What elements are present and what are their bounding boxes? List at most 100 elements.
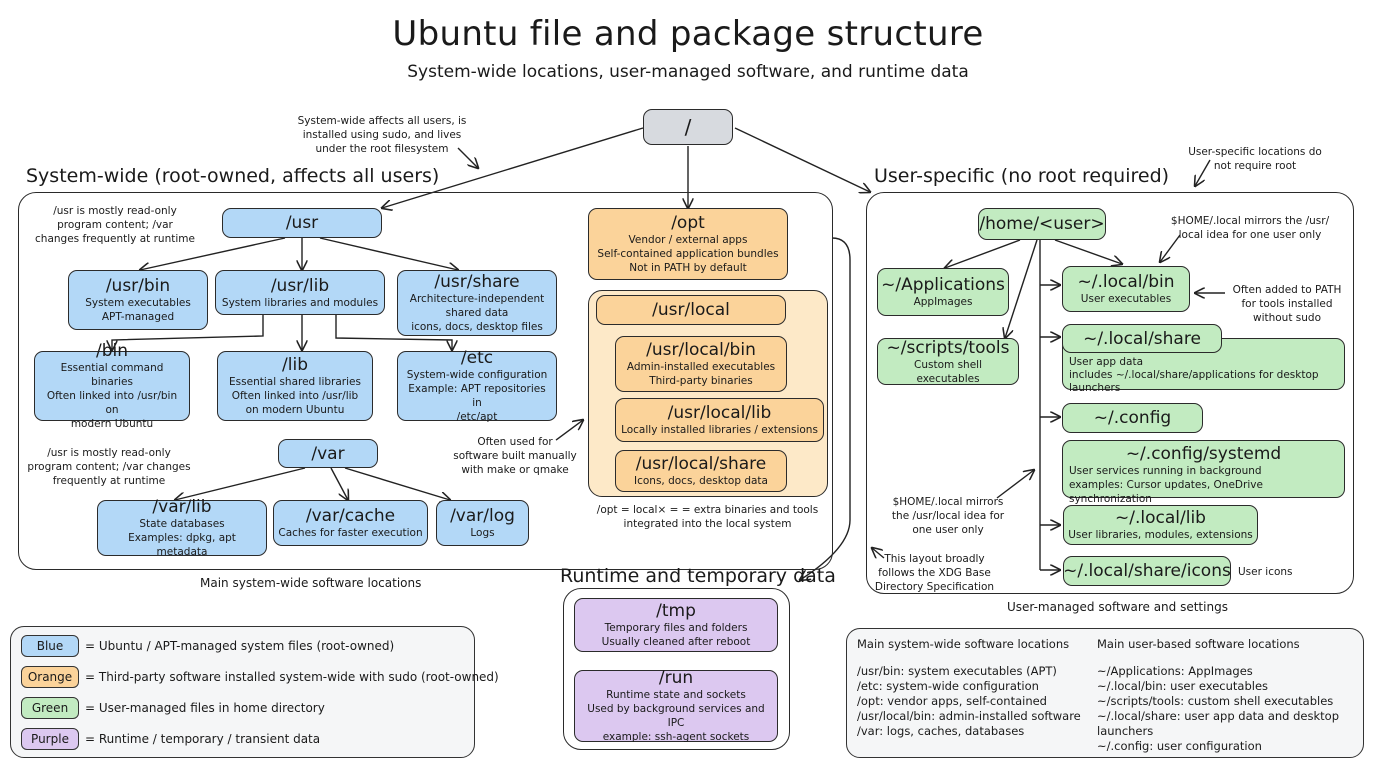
node-usr-share-desc: Architecture-independent shared data ico… — [409, 293, 545, 333]
note-home-local-mid: $HOME/.local mirrors the /usr/local idea… — [891, 496, 1005, 536]
node-opt[interactable]: /opt Vendor / external apps Self-contain… — [588, 208, 788, 280]
node-lib-title: /lib — [282, 355, 308, 375]
node-usr[interactable]: /usr — [222, 208, 382, 238]
node-usr-bin[interactable]: /usr/bin System executables APT-managed — [68, 270, 208, 330]
node-usr-lib-desc: System libraries and modules — [221, 296, 379, 309]
node-var-lib-title: /var/lib — [152, 497, 212, 517]
note-opt-local: /opt = local× = = extra binaries and too… — [596, 504, 819, 530]
node-var-log[interactable]: /var/log Logs — [436, 500, 529, 546]
node-tmp-title: /tmp — [656, 601, 696, 621]
legend-row-purple: Purple = Runtime / temporary / transient… — [21, 728, 320, 750]
node-var-log-desc: Logs — [470, 527, 495, 539]
legend-row-orange: Orange = Third-party software installed … — [21, 666, 499, 688]
summary-user-item: ~/.local/share: user app data and deskto… — [1097, 709, 1340, 738]
legend-swatch-orange: Orange — [21, 666, 79, 688]
node-opt-title: /opt — [671, 213, 705, 233]
summary-system-heading: Main system-wide software locations — [857, 637, 1070, 651]
node-usr-title: /usr — [285, 213, 319, 233]
legend-text-purple: = Runtime / temporary / transient data — [85, 732, 321, 746]
node-run-title: /run — [658, 668, 694, 688]
node-usr-local-share[interactable]: /usr/local/share Icons, docs, desktop da… — [615, 450, 787, 492]
system-wide-caption: Main system-wide software locations — [200, 576, 422, 590]
node-var-cache-title: /var/cache — [305, 506, 396, 526]
node-local-share-icons-title: ~/.local/share/icons — [1063, 561, 1231, 581]
note-user-icons: User icons — [1238, 566, 1293, 578]
note-xdg: This layout broadly follows the XDG Base… — [874, 553, 995, 593]
node-usr-local-lib[interactable]: /usr/local/lib Locally installed librari… — [615, 398, 824, 442]
node-etc[interactable]: /etc System-wide configuration Example: … — [397, 348, 557, 423]
runtime-region — [563, 588, 790, 750]
summary-user-heading: Main user-based software locations — [1097, 637, 1300, 651]
node-local-bin-desc: User executables — [1080, 293, 1172, 305]
node-var-log-title: /var/log — [450, 506, 515, 526]
runtime-title: Runtime and temporary data — [560, 565, 836, 587]
node-scripts[interactable]: ~/scripts/tools Custom shell executables — [877, 338, 1019, 385]
summary-user-item: ~/scripts/tools: custom shell executable… — [1097, 694, 1334, 708]
node-var-title: /var — [311, 443, 345, 464]
summary-user-item: ~/.local/bin: user executables — [1097, 679, 1269, 693]
node-root-label: / — [684, 115, 692, 139]
legend-panel: Blue = Ubuntu / APT-managed system files… — [10, 626, 499, 758]
node-usr-local-share-title: /usr/local/share — [635, 454, 767, 474]
node-lib[interactable]: /lib Essential shared libraries Often li… — [217, 351, 373, 421]
legend-swatch-green: Green — [21, 697, 79, 719]
user-specific-caption: User-managed software and settings — [1007, 600, 1228, 614]
node-applications[interactable]: ~/Applications AppImages — [877, 268, 1009, 316]
note-local-bin-path: Often added to PATH for tools installed … — [1232, 284, 1342, 324]
node-config-systemd-title: ~/.config/systemd — [1125, 444, 1282, 464]
node-root[interactable]: / — [643, 109, 733, 145]
note-usr-local-usage: Often used for software built manually w… — [453, 436, 577, 476]
summary-system-item: /var: logs, caches, databases — [857, 724, 1025, 738]
node-usr-bin-title: /usr/bin — [105, 276, 171, 296]
node-local-lib[interactable]: ~/.local/lib User libraries, modules, ex… — [1063, 505, 1258, 545]
node-config-systemd-desc: User services running in background exam… — [1069, 465, 1263, 505]
summary-system-item: /opt: vendor apps, self-contained — [857, 694, 1047, 708]
node-applications-title: ~/Applications — [881, 275, 1005, 295]
user-specific-region — [866, 192, 1354, 594]
node-local-share-tab[interactable]: ~/.local/share — [1062, 324, 1222, 353]
node-run[interactable]: /run Runtime state and sockets Used by b… — [574, 668, 778, 743]
legend-text-blue: = Ubuntu / APT-managed system files (roo… — [85, 639, 395, 653]
node-local-share[interactable]: User app data includes ~/.local/share/ap… — [1062, 338, 1345, 394]
node-local-share-title: ~/.local/share — [1083, 328, 1201, 349]
node-bin[interactable]: /bin Essential command binaries Often li… — [34, 341, 190, 430]
node-etc-desc: System-wide configuration Example: APT r… — [406, 369, 548, 423]
legend-text-orange: = Third-party software installed system-… — [85, 670, 499, 684]
node-applications-desc: AppImages — [913, 296, 973, 308]
node-scripts-title: ~/scripts/tools — [886, 337, 1010, 358]
arrow-root-user — [734, 127, 870, 192]
node-var-lib-desc: State databases Examples: dpkg, apt meta… — [128, 518, 236, 558]
node-var-lib[interactable]: /var/lib State databases Examples: dpkg,… — [97, 497, 267, 558]
summary-user-item: ~/.config: user configuration — [1097, 739, 1262, 753]
node-config-title: ~/.config — [1093, 408, 1172, 428]
node-config[interactable]: ~/.config — [1062, 403, 1203, 433]
summary-system-item: /etc: system-wide configuration — [857, 679, 1039, 693]
node-local-share-icons[interactable]: ~/.local/share/icons — [1063, 556, 1231, 586]
node-tmp[interactable]: /tmp Temporary files and folders Usually… — [574, 598, 778, 652]
legend-swatch-blue: Blue — [21, 635, 79, 657]
node-usr-lib[interactable]: /usr/lib System libraries and modules — [215, 270, 385, 315]
summary-user-item: ~/Applications: AppImages — [1097, 664, 1253, 678]
node-var-cache[interactable]: /var/cache Caches for faster execution — [273, 500, 428, 546]
node-lib-desc: Essential shared libraries Often linked … — [229, 376, 361, 416]
node-opt-desc: Vendor / external apps Self-contained ap… — [597, 234, 779, 274]
node-usr-local-bin-title: /usr/local/bin — [646, 340, 756, 360]
node-home-title: /home/<user> — [979, 214, 1105, 234]
node-usr-local[interactable]: /usr/local — [596, 295, 786, 325]
node-local-bin[interactable]: ~/.local/bin User executables — [1062, 266, 1190, 312]
node-usr-local-bin[interactable]: /usr/local/bin Admin-installed executabl… — [615, 336, 787, 392]
node-local-share-desc: User app data includes ~/.local/share/ap… — [1069, 356, 1319, 394]
node-usr-share[interactable]: /usr/share Architecture-independent shar… — [397, 270, 557, 336]
legend-row-green: Green = User-managed files in home direc… — [21, 697, 325, 719]
node-home[interactable]: /home/<user> — [978, 208, 1106, 240]
node-etc-title: /etc — [460, 348, 494, 368]
node-usr-local-lib-title: /usr/local/lib — [667, 403, 772, 423]
legend-text-green: = User-managed files in home directory — [85, 701, 325, 715]
node-usr-local-share-desc: Icons, docs, desktop data — [634, 475, 768, 487]
summary-system-item: /usr/local/bin: admin-installed software — [857, 709, 1081, 723]
node-bin-title: /bin — [95, 341, 129, 361]
node-var[interactable]: /var — [278, 439, 378, 468]
node-config-systemd[interactable]: ~/.config/systemd User services running … — [1062, 440, 1345, 505]
node-scripts-desc: Custom shell executables — [914, 358, 982, 385]
node-usr-local-lib-desc: Locally installed libraries / extensions — [621, 424, 818, 436]
